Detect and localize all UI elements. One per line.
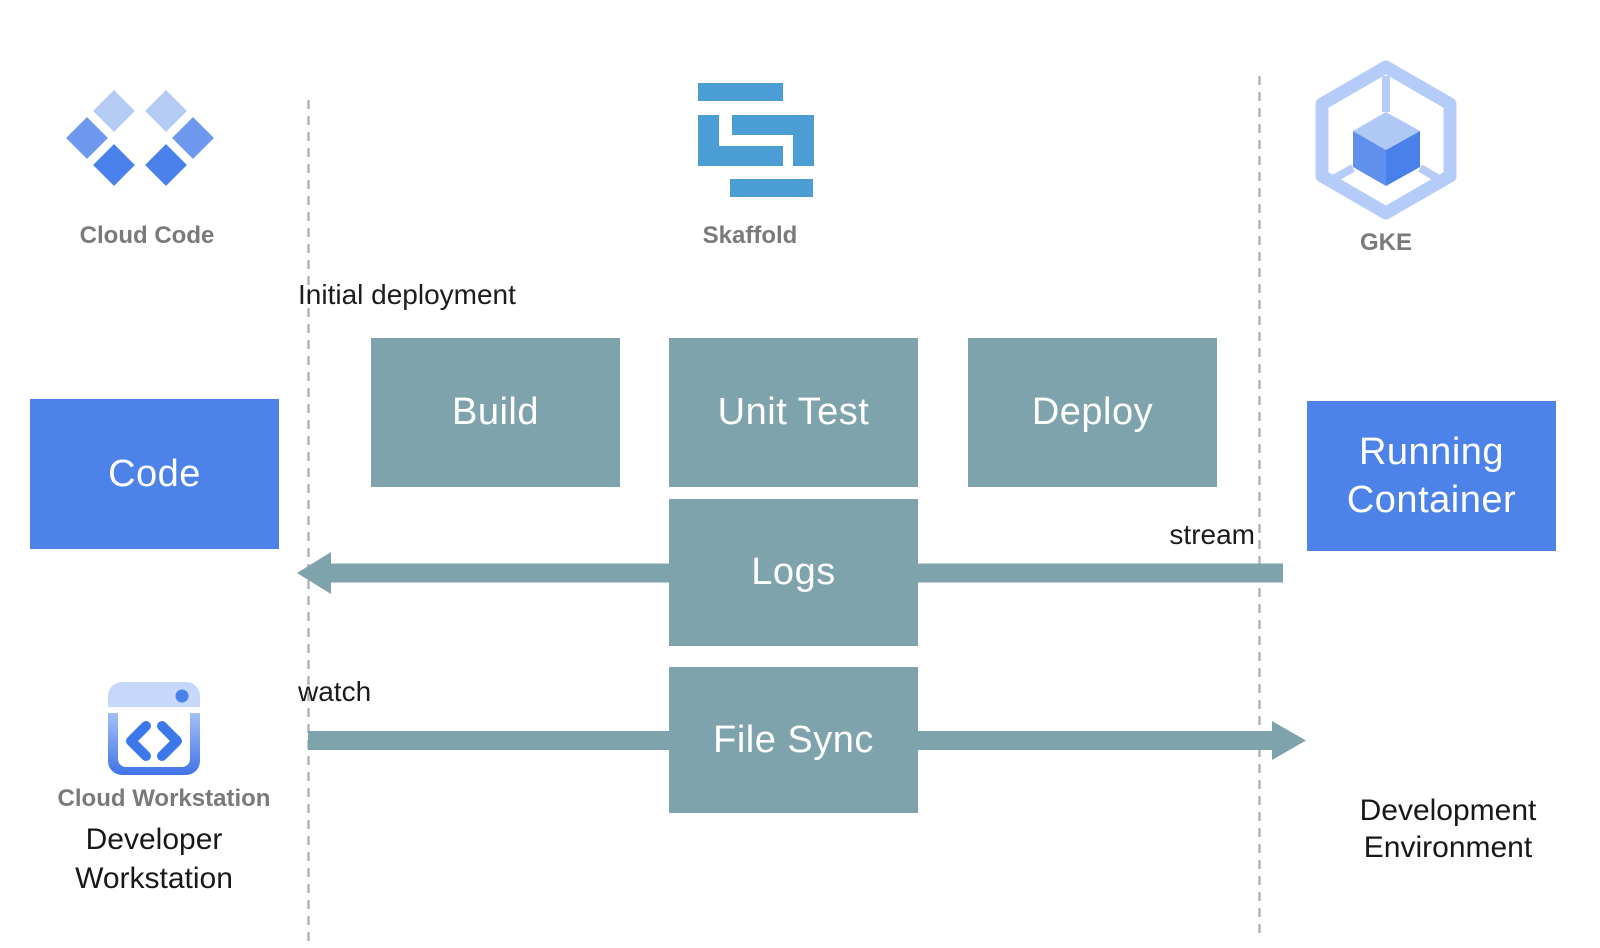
skaffold-upper-s [732, 115, 814, 166]
code-chevrons-icon [126, 721, 182, 761]
diamond-mid-left [61, 112, 113, 164]
cloud-code-icon [61, 85, 219, 191]
workstation-body [118, 713, 190, 767]
skaffold-bottom-bar [730, 179, 813, 197]
diamond-top-left [88, 85, 140, 137]
skaffold-label: Skaffold [702, 222, 798, 249]
diamond-top-right [140, 85, 192, 137]
gke-cube-left-face [1353, 131, 1386, 186]
code-box: Code [30, 399, 279, 549]
skaffold-lower-s [698, 115, 783, 166]
gke-icon [1315, 60, 1457, 220]
diamond-bottom-left [88, 139, 140, 191]
gke-cube-top-face [1353, 112, 1420, 150]
diamond-mid-right [167, 112, 219, 164]
chevron-right-icon [157, 721, 182, 761]
file-sync-box: File Sync [669, 667, 918, 813]
deploy-box: Deploy [968, 338, 1217, 487]
workstation-title-band [108, 682, 200, 707]
gke-spoke-left [1326, 164, 1355, 186]
logs-box: Logs [669, 499, 918, 646]
gke-cube-right-face [1386, 131, 1420, 186]
cloud-code-label: Cloud Code [79, 222, 215, 249]
initial-deployment-label: Initial deployment [298, 279, 516, 310]
watch-label: watch [298, 676, 372, 707]
build-box: Build [371, 338, 620, 487]
diamond-bottom-right [140, 139, 192, 191]
running-container-box: Running Container [1307, 401, 1556, 551]
unit-test-box: Unit Test [669, 338, 918, 487]
cloud-workstation-label: Cloud Workstation [57, 785, 271, 812]
gke-spoke-right [1417, 164, 1447, 186]
development-environment-label: Development Environment [1359, 794, 1537, 864]
stream-label: stream [1169, 519, 1255, 550]
gke-label: GKE [1359, 229, 1412, 256]
skaffold-icon [698, 83, 814, 197]
workstation-dot [175, 689, 189, 703]
chevron-left-icon [126, 721, 151, 761]
cloud-workstation-icon [108, 682, 200, 775]
developer-workstation-label: Developer Workstation [75, 823, 233, 895]
gke-spokes [1326, 76, 1447, 186]
skaffold-top-bar [698, 83, 783, 101]
